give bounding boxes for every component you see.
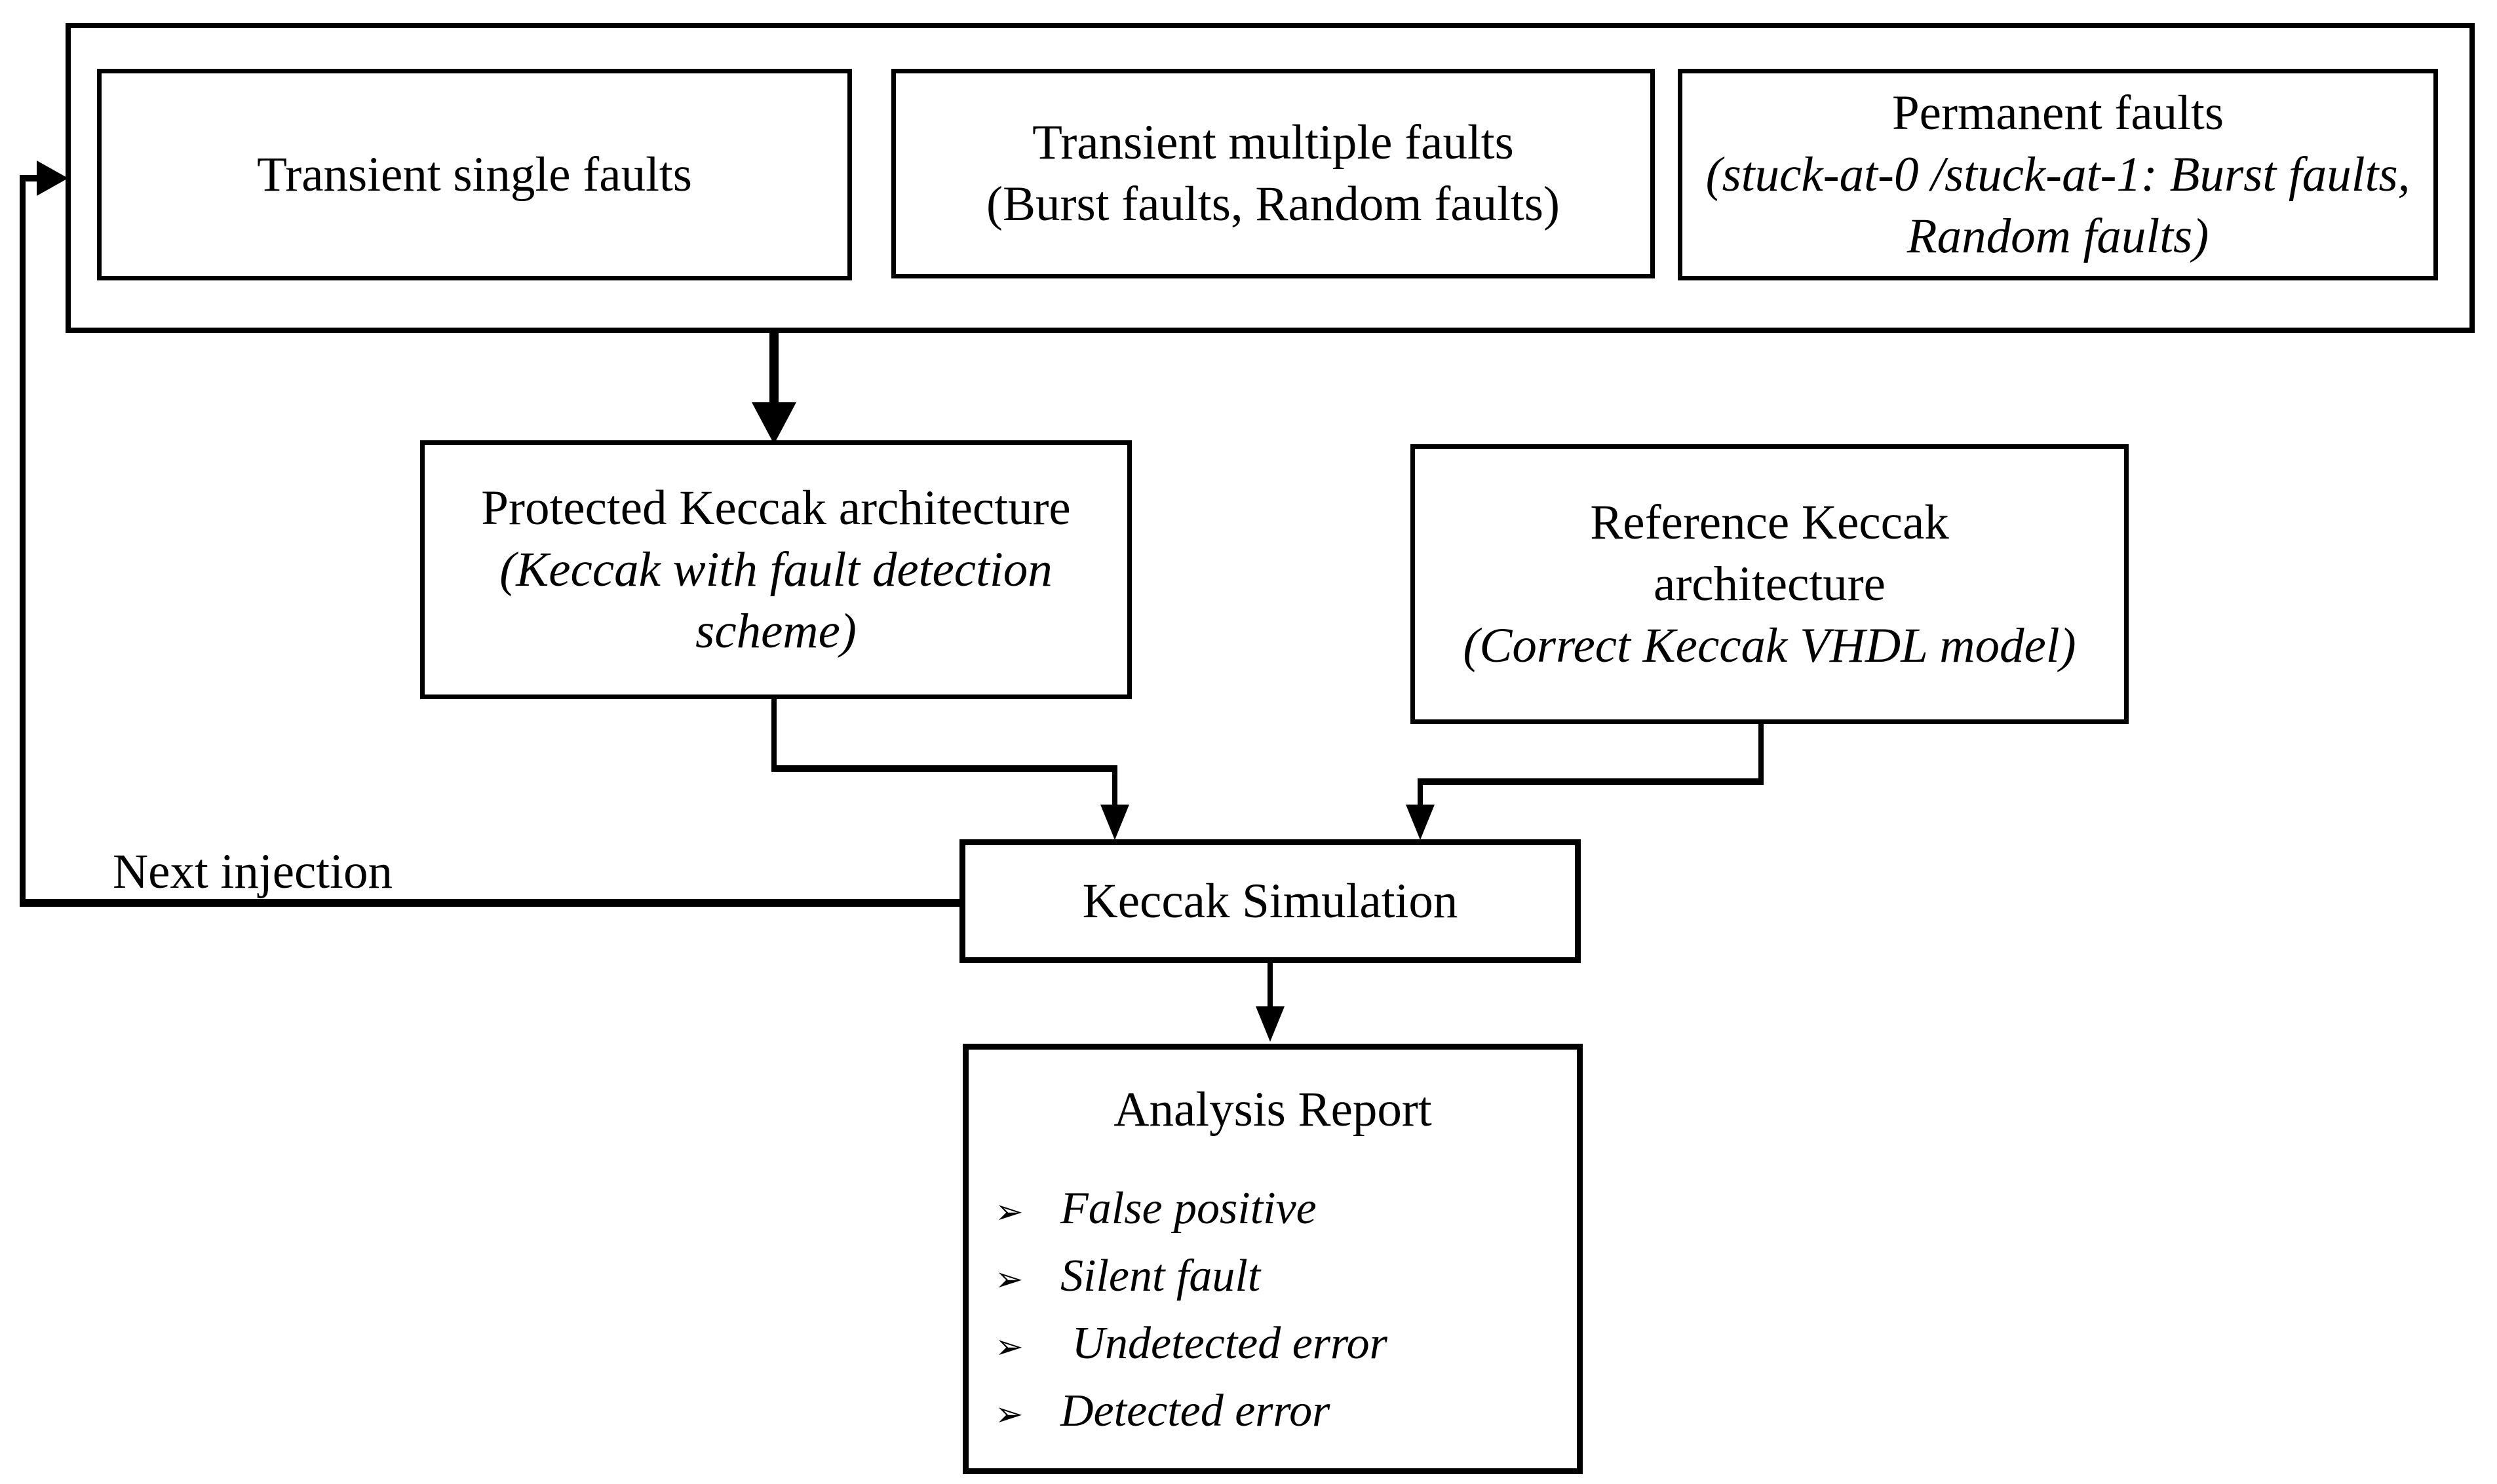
arrowhead-protected-to-sim: [1100, 805, 1129, 840]
list-item: ➢ Silent fault: [995, 1244, 1577, 1312]
arrowhead-sim-to-analysis: [1256, 1006, 1285, 1042]
node-reference-keccak: Reference Keccak architecture (Correct K…: [1410, 444, 2129, 724]
list-item: ➢ False positive: [995, 1177, 1577, 1244]
connector-protected-to-sim-v2: [1112, 765, 1117, 807]
node-permanent-faults: Permanent faults (stuck-at-0 /stuck-at-1…: [1678, 69, 2438, 280]
arrowhead-reference-to-sim: [1406, 805, 1435, 840]
connector-faults-to-protected-shaft: [769, 333, 779, 406]
node-title: Transient multiple faults: [1032, 115, 1514, 170]
arrow-bullet-icon: ➢: [995, 1327, 1024, 1367]
list-item-label: Undetected error: [1060, 1318, 1387, 1369]
connector-sim-to-analysis-shaft: [1268, 963, 1273, 1009]
list-item: ➢ Detected error: [995, 1379, 1577, 1447]
analysis-report-list: ➢ False positive ➢ Silent fault ➢ Undetect…: [969, 1177, 1577, 1447]
connector-reference-to-sim-h: [1418, 778, 1764, 785]
node-analysis-report: Analysis Report ➢ False positive ➢ Silent …: [963, 1044, 1583, 1474]
connector-reference-to-sim-v2: [1418, 778, 1423, 807]
connector-reference-to-sim-v1: [1758, 724, 1764, 785]
connector-protected-to-sim-v1: [771, 699, 777, 772]
feedback-line-vertical: [20, 175, 26, 907]
list-item-label: False positive: [1060, 1183, 1317, 1234]
list-item: ➢ Undetected error: [995, 1312, 1577, 1379]
node-title: Permanent faults: [1891, 85, 2224, 140]
feedback-line-horizontal: [20, 899, 961, 907]
connector-protected-to-sim-h: [771, 765, 1117, 772]
node-title: Reference Keccak architecture: [1590, 495, 1949, 611]
node-transient-single-faults: Transient single faults: [97, 69, 852, 280]
list-item-label: Detected error: [1060, 1386, 1330, 1436]
arrow-bullet-icon: ➢: [995, 1260, 1024, 1299]
node-subtitle: (stuck-at-0 /stuck-at-1: Burst faults, R…: [1705, 147, 2410, 263]
feedback-line-stub: [20, 175, 39, 181]
arrowhead-faults-to-protected: [752, 402, 796, 444]
node-title: Analysis Report: [1113, 1082, 1432, 1137]
node-title: Transient single faults: [257, 147, 692, 202]
node-title: Protected Keccak architecture: [481, 480, 1071, 535]
node-title: Keccak Simulation: [1082, 873, 1458, 928]
node-keccak-simulation: Keccak Simulation: [959, 839, 1581, 963]
arrow-bullet-icon: ➢: [995, 1395, 1024, 1434]
node-subtitle: (Correct Keccak VHDL model): [1463, 618, 2076, 673]
arrow-bullet-icon: ➢: [995, 1192, 1024, 1232]
node-transient-multiple-faults: Transient multiple faults (Burst faults,…: [891, 69, 1655, 278]
arrowhead-feedback-to-container: [37, 161, 68, 196]
list-item-label: Silent fault: [1060, 1251, 1261, 1301]
node-protected-keccak: Protected Keccak architecture (Keccak wi…: [420, 440, 1132, 699]
node-subtitle: (Keccak with fault detection scheme): [499, 542, 1053, 658]
next-injection-label: Next injection: [113, 845, 393, 899]
node-subtitle: (Burst faults, Random faults): [986, 177, 1560, 231]
